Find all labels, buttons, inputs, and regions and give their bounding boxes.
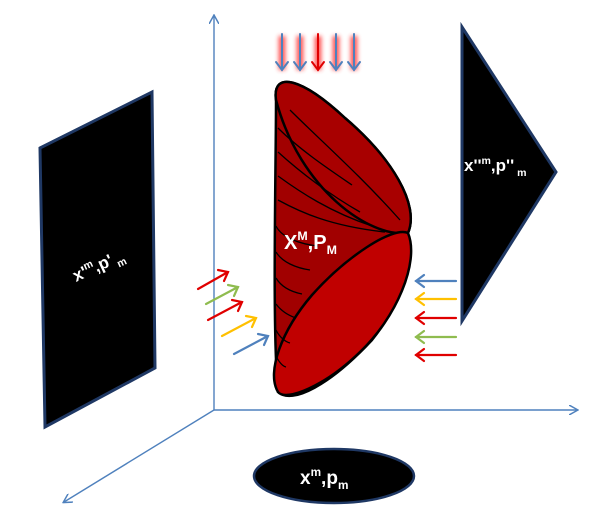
- central-red-body: XM,PM: [272, 80, 413, 398]
- bottom-ellipse-label: xm,pm: [300, 466, 348, 492]
- right-panel-label: x''m,p''m: [464, 155, 527, 179]
- z-axis: [64, 409, 215, 502]
- down-arrow-blue-3: [329, 33, 343, 72]
- top-arrow-group: [275, 33, 361, 72]
- down-arrow-blue-2: [293, 33, 307, 72]
- down-arrow-blue-1: [275, 33, 289, 72]
- axes: [64, 16, 577, 502]
- down-arrow-red: [311, 33, 325, 72]
- left-arrow-green: [414, 329, 458, 345]
- diag-arrow-green: [204, 283, 240, 306]
- diag-arrow-orange: [220, 314, 258, 338]
- right-projection-panel: x''m,p''m: [460, 21, 558, 327]
- left-arrow-orange: [414, 291, 458, 307]
- left-projection-panel: x'm,p'm: [38, 89, 157, 430]
- bottom-projection-ellipse: xm,pm: [252, 447, 416, 505]
- lower-face: [272, 230, 413, 397]
- diag-arrow-blue: [232, 332, 270, 356]
- left-arrow-red-2: [414, 347, 458, 363]
- left-arrow-group: [196, 268, 270, 356]
- right-arrow-group: [414, 273, 458, 363]
- down-arrow-blue-4: [347, 33, 361, 72]
- center-label: XM,PM: [284, 229, 337, 257]
- diag-arrow-red-2: [206, 298, 244, 322]
- left-arrow-red-1: [414, 310, 458, 326]
- left-arrow-blue: [414, 273, 458, 289]
- diag-arrow-red-1: [196, 268, 230, 291]
